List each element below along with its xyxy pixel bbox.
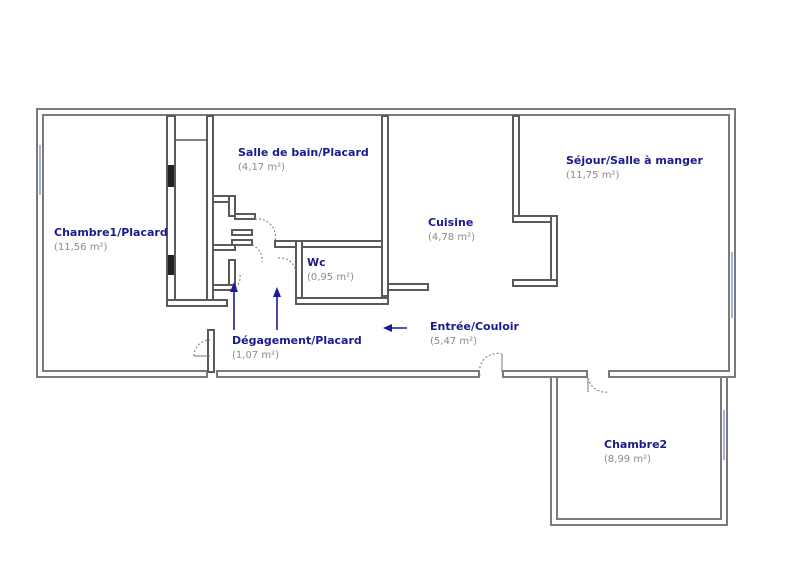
windows [39, 145, 733, 460]
room-area-salle-de-bain: (4,17 m²) [238, 162, 285, 173]
room-area-chambre1: (11,56 m²) [54, 242, 108, 253]
room-area-cuisine: (4,78 m²) [428, 232, 475, 243]
room-label-wc: Wc [307, 256, 326, 269]
doors [193, 218, 609, 393]
room-label-cuisine: Cuisine [428, 216, 474, 229]
arrows [230, 282, 407, 332]
room-label-degagement: Dégagement/Placard [232, 334, 362, 347]
room-label-chambre2: Chambre2 [604, 438, 668, 451]
room-area-sejour: (11,75 m²) [566, 170, 620, 181]
room-label-sejour: Séjour/Salle à manger [566, 154, 703, 167]
room-label-salle-de-bain: Salle de bain/Placard [238, 146, 369, 159]
room-label-chambre1: Chambre1/Placard [54, 226, 168, 239]
room-area-entree: (5,47 m²) [430, 336, 477, 347]
room-area-degagement: (1,07 m²) [232, 350, 279, 361]
interior-walls [166, 115, 558, 373]
room-area-wc: (0,95 m²) [307, 272, 354, 283]
room-label-entree: Entrée/Couloir [430, 320, 519, 333]
room-area-chambre2: (8,99 m²) [604, 454, 651, 465]
